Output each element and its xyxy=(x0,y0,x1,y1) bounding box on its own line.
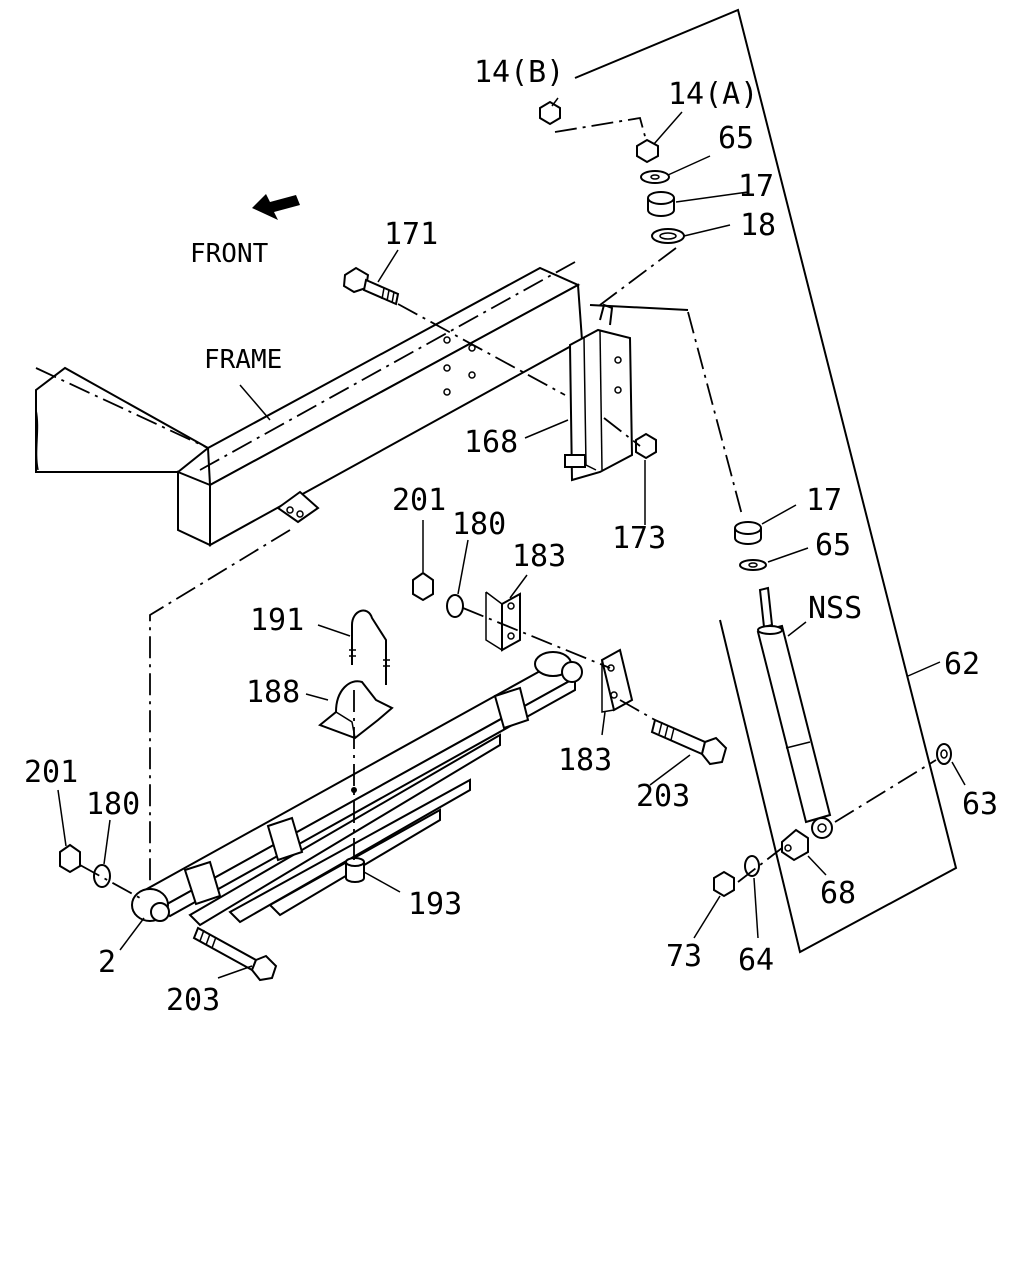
nut-14a xyxy=(636,138,659,164)
saddle-188 xyxy=(318,680,394,740)
washer-64 xyxy=(744,855,760,877)
assembly-boundary xyxy=(574,8,958,954)
part-label-73: 73 xyxy=(666,939,702,974)
part-label-191: 191 xyxy=(250,603,304,638)
nut-73 xyxy=(713,870,735,898)
part-label-183-upper: 183 xyxy=(512,539,566,574)
part-labels: FRONT FRAME 171 168 173 14(B) 14(A) 65 1… xyxy=(24,55,998,1018)
part-label-65-bottom: 65 xyxy=(815,528,851,563)
bolt-171 xyxy=(342,266,400,306)
part-label-65-top: 65 xyxy=(718,121,754,156)
part-label-201-upper: 201 xyxy=(392,483,446,518)
washer-65-top xyxy=(640,170,670,184)
nut-201-front xyxy=(59,843,81,874)
part-label-64: 64 xyxy=(738,943,774,978)
leaf-spring xyxy=(131,651,583,927)
washer-65-bottom xyxy=(739,559,767,571)
nut-193 xyxy=(345,857,365,883)
part-label-2: 2 xyxy=(98,945,116,980)
part-label-17-top: 17 xyxy=(738,169,774,204)
part-label-nss: NSS xyxy=(808,591,862,626)
part-label-188: 188 xyxy=(246,675,300,710)
bushing-17-bottom xyxy=(734,521,762,545)
part-label-168: 168 xyxy=(464,425,518,460)
part-label-14b: 14(B) xyxy=(474,55,564,90)
part-label-203-front: 203 xyxy=(166,983,220,1018)
washer-180-upper xyxy=(446,594,464,618)
washer-180-front xyxy=(93,864,111,888)
shackle-plate-183-upper xyxy=(485,591,521,652)
part-label-173: 173 xyxy=(612,521,666,556)
retainer-18 xyxy=(651,228,685,244)
bolt-203-front xyxy=(192,926,278,982)
part-label-171: 171 xyxy=(384,217,438,252)
nut-14b xyxy=(539,100,561,126)
part-label-18: 18 xyxy=(740,208,776,243)
part-label-201-front: 201 xyxy=(24,755,78,790)
part-label-62: 62 xyxy=(944,647,980,682)
part-label-180-upper: 180 xyxy=(452,507,506,542)
frame-label: FRAME xyxy=(204,345,282,375)
bushing-17-top xyxy=(647,191,675,217)
u-bolt-191 xyxy=(349,609,390,685)
front-arrow-icon xyxy=(252,194,300,220)
part-label-68: 68 xyxy=(820,876,856,911)
part-label-183-lower: 183 xyxy=(558,743,612,778)
part-label-180-front: 180 xyxy=(86,787,140,822)
bolt-203-rear xyxy=(650,718,728,766)
part-label-14a: 14(A) xyxy=(668,77,758,112)
leader-lines xyxy=(57,97,966,979)
bushing-68 xyxy=(781,828,809,862)
nut-173 xyxy=(635,432,657,460)
shackle-plate-183-lower xyxy=(600,648,634,713)
frame-rail xyxy=(35,266,584,547)
part-label-63: 63 xyxy=(962,787,998,822)
washer-63 xyxy=(936,743,952,765)
part-label-17-bottom: 17 xyxy=(806,483,842,518)
front-label: FRONT xyxy=(190,239,269,269)
part-label-203-rear: 203 xyxy=(636,779,690,814)
shackle-bracket xyxy=(564,303,634,482)
part-label-193: 193 xyxy=(408,887,462,922)
center-lines xyxy=(35,116,937,899)
nut-201-upper xyxy=(412,571,434,602)
shock-absorber xyxy=(756,586,833,839)
